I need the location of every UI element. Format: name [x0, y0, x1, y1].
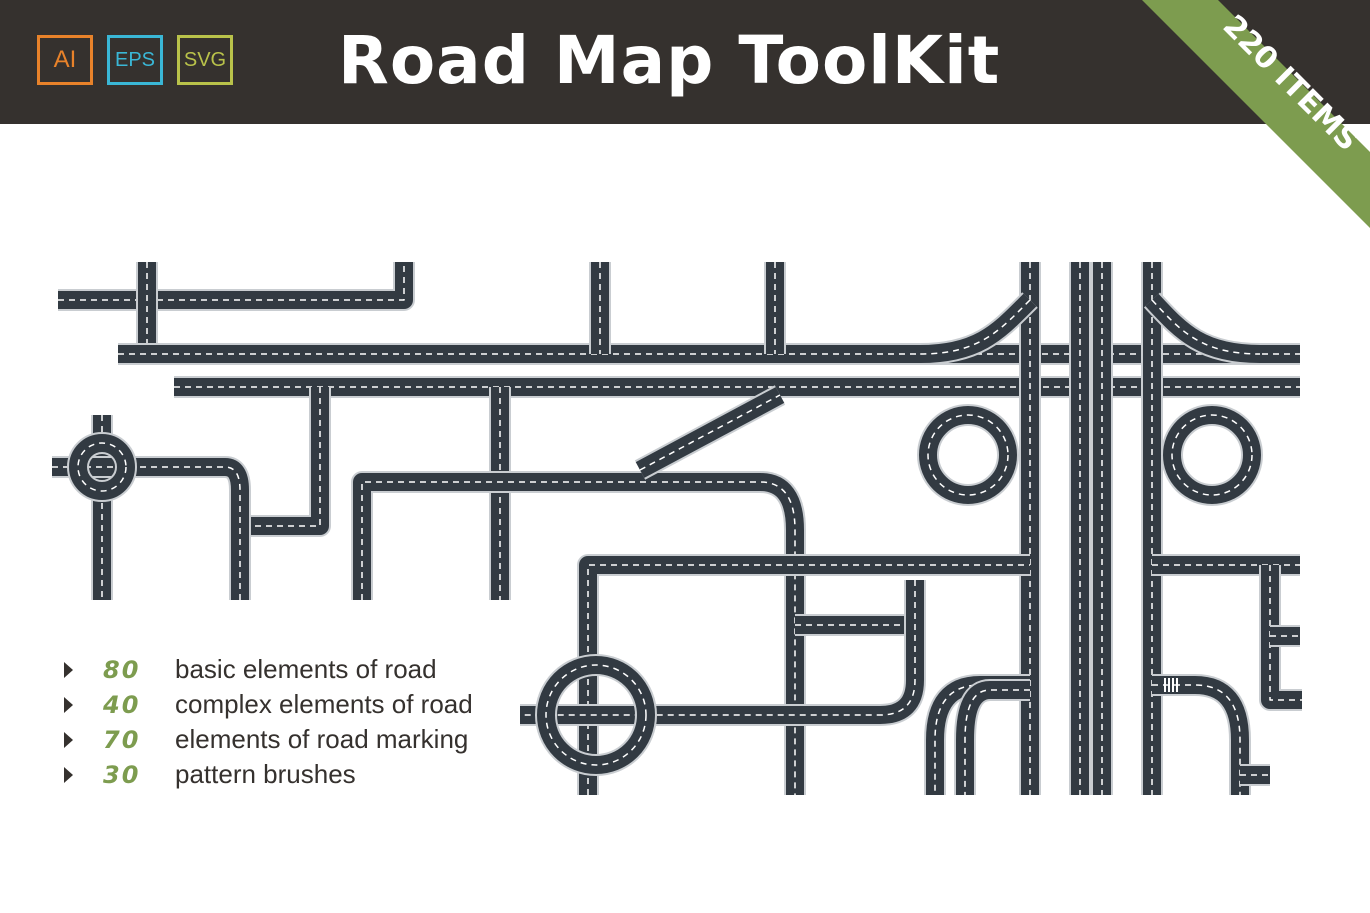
- feature-item: 70 elements of road marking: [60, 722, 520, 757]
- crosswalk-stripe: [1172, 678, 1174, 692]
- roundabout-marking: [927, 414, 1009, 496]
- ribbon-band: [1142, 0, 1370, 228]
- triangle-bullet-icon: [64, 731, 73, 748]
- corner-ribbon: 220 ITEMS: [1142, 0, 1370, 228]
- road-marking: [52, 466, 241, 600]
- feature-count: 70: [103, 725, 141, 754]
- road-marking: [361, 481, 796, 795]
- road-marking: [58, 262, 405, 301]
- feature-count: 80: [103, 655, 141, 684]
- feature-label: complex elements of road: [175, 689, 473, 719]
- road-marking: [1152, 684, 1241, 795]
- road-segment: [240, 387, 329, 535]
- feature-item: 30 pattern brushes: [60, 757, 520, 792]
- crosswalk-stripe: [1164, 678, 1166, 692]
- triangle-bullet-icon: [64, 766, 73, 783]
- ai-format-badge: AI: [37, 35, 93, 85]
- crosswalk-stripe: [1176, 678, 1178, 692]
- crosswalk-stripe: [1168, 678, 1170, 692]
- feature-item: 40 complex elements of road: [60, 687, 520, 722]
- road-marking: [1269, 565, 1302, 701]
- feature-label: pattern brushes: [175, 759, 356, 789]
- feature-list: 80 basic elements of road 40 complex ele…: [60, 652, 520, 792]
- eps-format-badge: EPS: [107, 35, 163, 85]
- road-marking: [520, 580, 916, 716]
- road-marking: [919, 299, 1031, 355]
- feature-item: 80 basic elements of road: [60, 652, 520, 687]
- triangle-bullet-icon: [64, 696, 73, 713]
- header-banner: AI EPS SVG Road Map ToolKit: [0, 0, 1370, 124]
- road-marking: [240, 387, 321, 527]
- road-marking: [1151, 299, 1261, 355]
- road-marking: [964, 689, 1030, 795]
- feature-label: basic elements of road: [175, 654, 437, 684]
- road-segment: [1152, 676, 1249, 795]
- roundabout-marking: [77, 442, 127, 492]
- roundabout-marking: [545, 664, 647, 766]
- page-title: Road Map ToolKit: [338, 22, 1001, 99]
- road-segment: [240, 387, 331, 537]
- feature-count: 30: [103, 760, 141, 789]
- road-marking: [639, 394, 781, 471]
- triangle-bullet-icon: [64, 661, 73, 678]
- road-segment: [58, 262, 413, 309]
- roundabout-marking: [1171, 414, 1253, 496]
- feature-label: elements of road marking: [175, 724, 469, 754]
- feature-count: 40: [103, 690, 141, 719]
- svg-format-badge: SVG: [177, 35, 233, 85]
